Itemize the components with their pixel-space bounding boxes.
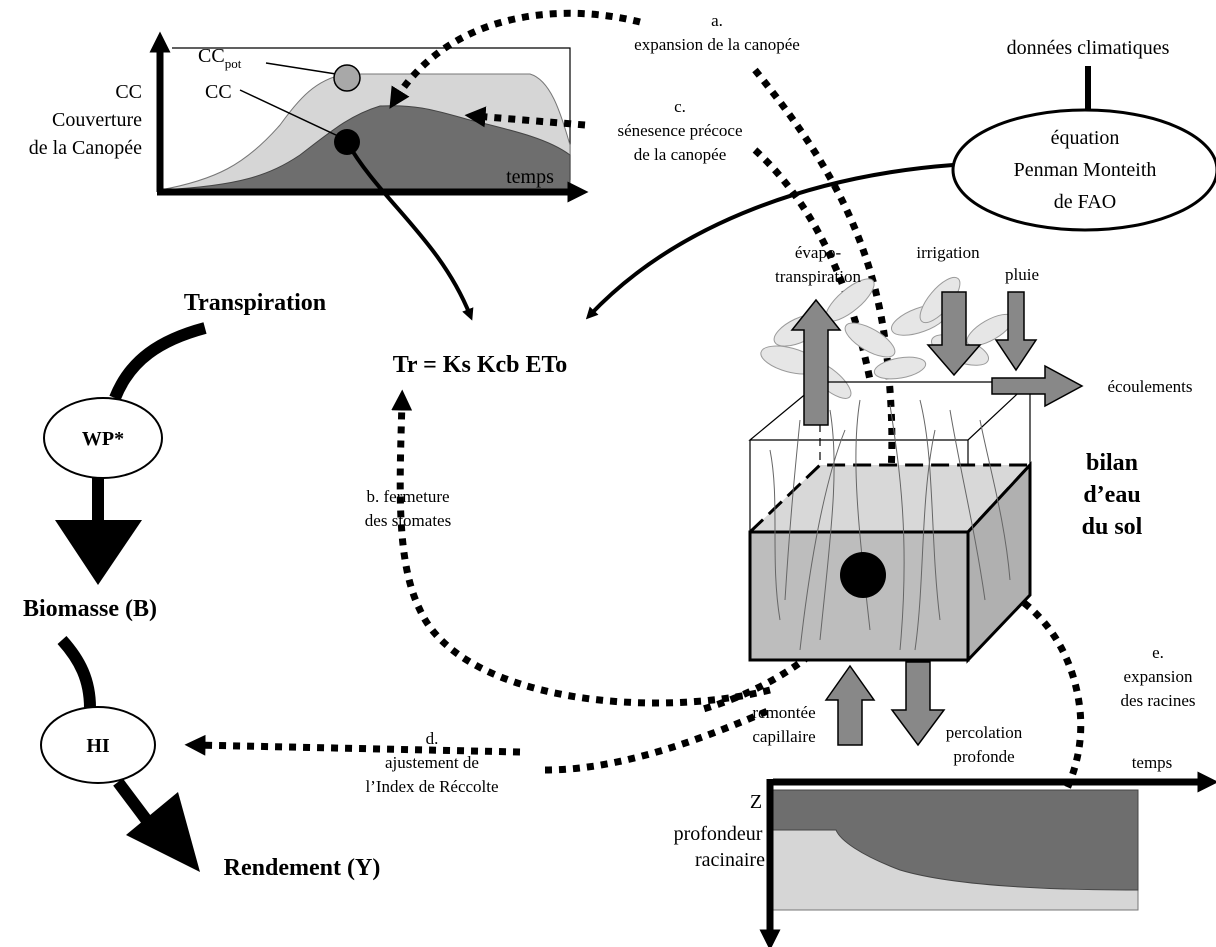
plant-illustration [760, 276, 1014, 399]
root-y-label-2: racinaire [695, 849, 765, 871]
penman-line-2: Penman Monteith [1014, 159, 1157, 181]
annot-c-line2: de la canopée [634, 145, 727, 164]
hi-to-yield-stem [113, 778, 153, 826]
cc-y-label-1: CC [115, 81, 142, 103]
soil-balance-label-2: d’eau [1083, 482, 1140, 508]
annot-d-line2: l’Index de Réccolte [365, 777, 498, 796]
irrigation-label: irrigation [916, 243, 980, 262]
arrow-c-long-curve [752, 147, 874, 381]
transpiration-label: Transpiration [184, 290, 326, 316]
arrow-a-canopy-expansion [389, 9, 641, 109]
annot-c-letter: c. [674, 97, 686, 116]
transpiration-to-wp-line [109, 322, 207, 401]
annot-d-line1: ajustement de [385, 753, 479, 772]
cc-leader [239, 89, 339, 137]
annot-b-line2: des stomates [365, 511, 451, 530]
hi-label: HI [86, 735, 110, 757]
penman-to-formula-arrow [585, 163, 954, 320]
soil-balance-label-1: bilan [1086, 450, 1138, 476]
annot-b-line1: b. fermeture [366, 487, 449, 506]
root-dark-area [772, 789, 1139, 891]
ccpot-label-sub: pot [225, 56, 242, 71]
root-x-label: temps [1132, 753, 1173, 772]
cc-y-label-3: de la Canopée [29, 137, 142, 159]
annot-d-letter: d. [426, 729, 439, 748]
runoff-label: écoulements [1108, 377, 1193, 396]
soil-box [746, 276, 1034, 664]
deep-percolation-arrow [890, 661, 946, 747]
yield-label: Rendement (Y) [224, 855, 381, 881]
yield-chain: Transpiration WP* Biomasse (B) HI Rendem… [23, 290, 380, 881]
ccpot-leader [265, 62, 337, 75]
soil-water-marker [840, 552, 886, 598]
runoff-arrow [991, 364, 1084, 408]
ccpot-marker [333, 64, 361, 92]
annot-a-text: expansion de la canopée [634, 35, 800, 54]
soil-balance-label-3: du sol [1082, 514, 1143, 540]
transpiration-formula: Tr = Ks Kcb ETo [393, 352, 568, 378]
capillary-rise-arrow [824, 664, 876, 746]
evapo-label-2: transpiration [775, 267, 861, 286]
cc-to-formula-arrow [345, 141, 474, 321]
capillary-label-2: capillaire [752, 727, 815, 746]
rain-label: pluie [1005, 265, 1039, 284]
capillary-label-1: remontée [752, 703, 815, 722]
arrow-d-harvest-index [184, 734, 521, 756]
penman-line-3: de FAO [1054, 191, 1116, 213]
ccpot-label-main: CC [198, 45, 225, 67]
penman-monteith-ellipse [951, 108, 1216, 232]
evapo-label-1: évapo- [795, 243, 842, 262]
annotation-labels: a. expansion de la canopée c. sénesence … [365, 11, 1196, 796]
annot-c-line1: sénesence précoce [617, 121, 742, 140]
arrow-c-senescence [464, 106, 586, 129]
wp-label: WP* [82, 428, 124, 450]
cc-label: CC [205, 81, 232, 103]
cc-y-label-2: Couverture [52, 109, 142, 131]
root-y-label-1: profondeur [674, 823, 763, 845]
hi-ellipse [40, 706, 156, 784]
percolation-label-1: percolation [946, 723, 1023, 742]
wp-to-biomass-arrowhead [55, 520, 142, 585]
annot-a-letter: a. [711, 11, 723, 30]
annot-e-letter: e. [1152, 643, 1164, 662]
arrow-d-long-curve [544, 706, 772, 774]
ccpot-label: CCpot [198, 45, 242, 71]
annot-e-line1: expansion [1124, 667, 1193, 686]
rain-arrow [994, 291, 1038, 372]
annot-e-line2: des racines [1120, 691, 1195, 710]
arrow-b-stomata [391, 389, 771, 707]
percolation-label-2: profonde [953, 747, 1014, 766]
irrigation-arrow [926, 291, 982, 377]
penman-line-1: équation [1051, 127, 1120, 149]
biomass-to-hi-line [57, 635, 96, 709]
climate-data-label: données climatiques [1007, 37, 1170, 59]
biomass-label: Biomasse (B) [23, 596, 157, 622]
cc-x-label: temps [506, 166, 554, 188]
climate-block: données climatiques équation Penman Mont… [951, 37, 1216, 232]
root-z-label: Z [750, 791, 762, 813]
evapotranspiration-arrow [790, 298, 842, 426]
soil-labels: évapo- transpiration irrigation pluie éc… [752, 243, 1192, 766]
root-depth-chart: Z temps profondeur racinaire [674, 753, 1216, 947]
hi-to-yield-arrowhead [126, 792, 200, 872]
